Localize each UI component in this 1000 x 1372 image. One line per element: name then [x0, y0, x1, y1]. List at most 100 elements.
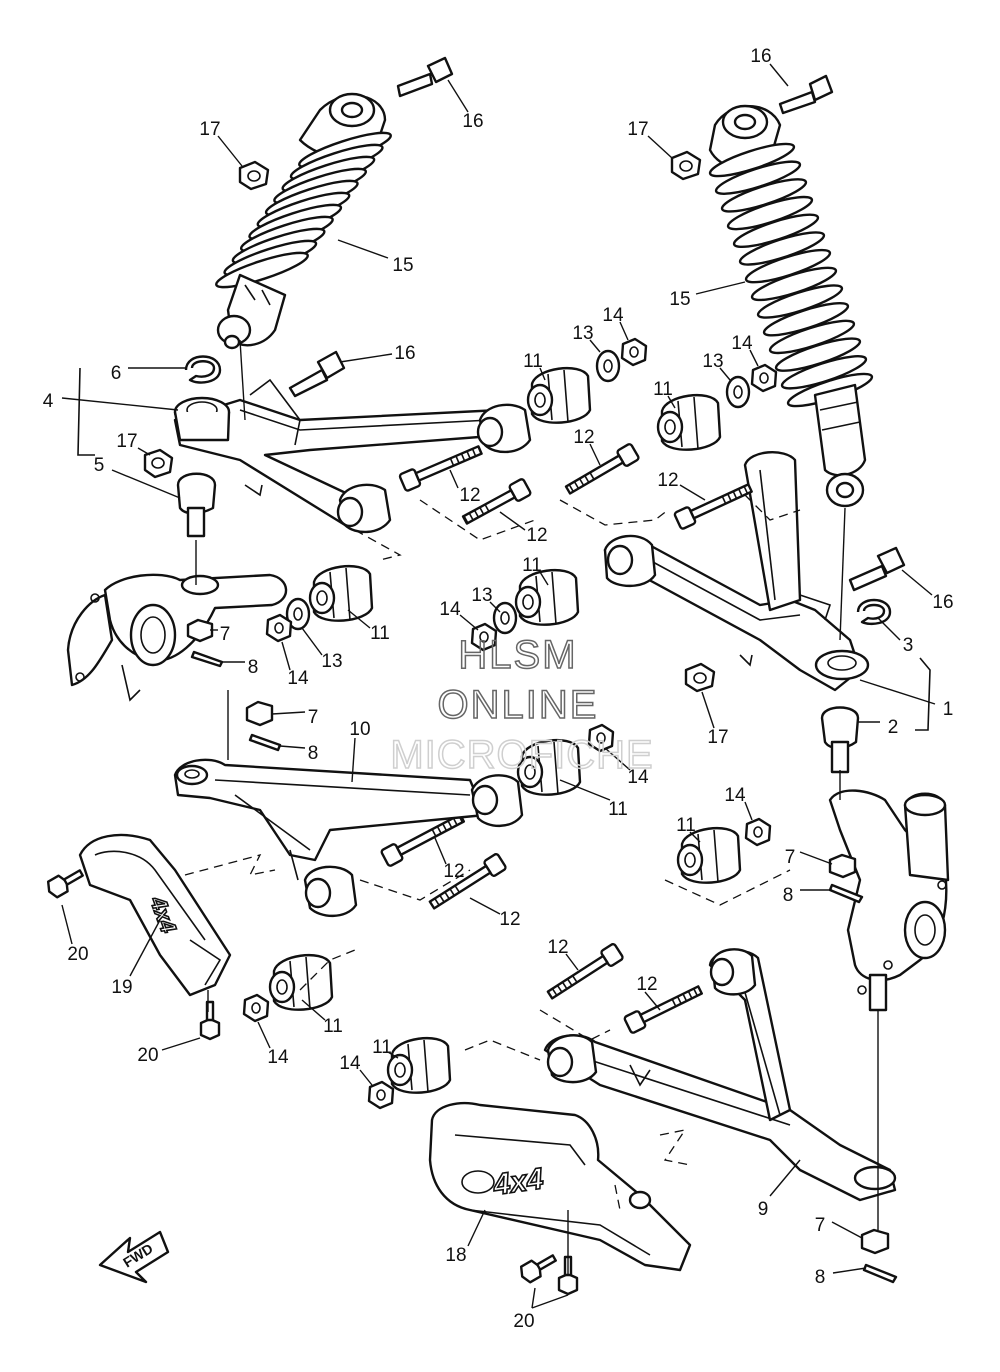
callout-c13c: 13 [321, 651, 342, 672]
left-castle-nut-7a [186, 618, 214, 643]
watermark-line-1: HLSM [458, 633, 577, 677]
callout-c8a: 8 [248, 657, 259, 678]
leader-c12a [449, 469, 459, 489]
callout-c13a: 13 [572, 323, 593, 344]
leader-c14d [459, 614, 479, 631]
leader-c10 [351, 737, 356, 783]
callout-c12d: 12 [657, 470, 678, 491]
callout-c11g: 11 [323, 1016, 343, 1037]
callout-c19: 19 [111, 977, 132, 998]
callout-c14a: 14 [602, 305, 624, 326]
callout-c3: 3 [903, 635, 914, 656]
callout-c12a: 12 [459, 485, 480, 506]
leader-c4 [61, 397, 179, 411]
left-bolt-16b [288, 350, 346, 398]
left-cotter-pin-8b [248, 733, 282, 752]
leader-c11g [301, 999, 326, 1021]
callout-c13b: 13 [702, 351, 723, 372]
leader-c7d [831, 1221, 863, 1239]
nut-14e [587, 723, 615, 753]
callout-c17b: 17 [116, 431, 137, 452]
leader-c11h [387, 1051, 399, 1059]
callout-c7b: 7 [308, 707, 319, 728]
left-circlip [184, 355, 222, 384]
right-steering-knuckle [828, 789, 950, 1012]
bushing-11d [514, 569, 580, 626]
leader-c11f [689, 831, 701, 843]
callout-c20c: 20 [513, 1311, 534, 1332]
right-bolt-16d [848, 546, 906, 592]
leader-c14g [257, 1021, 271, 1049]
leader-c19 [129, 919, 161, 977]
right-bolt-16c [778, 74, 834, 115]
leader-c12h [644, 991, 661, 1011]
callout-c8c: 8 [783, 885, 794, 906]
assembly-line-11 [659, 1129, 691, 1166]
right-nut-17d [684, 662, 716, 693]
callout-c5: 5 [94, 455, 105, 476]
left-castle-nut-7b [245, 700, 274, 727]
forward-direction-arrow: FWD [98, 1230, 170, 1284]
nut-14f [744, 817, 772, 847]
callout-c14b: 14 [731, 333, 753, 354]
lower-right-arm [543, 948, 897, 1202]
leader-c16a [447, 79, 469, 113]
leader-c11e [559, 779, 611, 801]
nut-14c [265, 613, 293, 643]
leader-c11a [539, 367, 546, 381]
leader-c14f [744, 801, 753, 821]
leader-c17a [217, 135, 243, 167]
leader-c3 [877, 617, 901, 641]
bolt-20b [199, 1000, 221, 1041]
nut-14b [750, 363, 778, 393]
assembly-line-4 [744, 494, 801, 521]
callout-c6: 6 [111, 363, 122, 384]
leader-c12f [469, 897, 501, 915]
leader-c8d [832, 1267, 867, 1274]
callout-c10: 10 [349, 719, 370, 740]
leader-c12g [565, 953, 579, 971]
callout-c15b: 15 [669, 289, 690, 310]
leader-c18 [467, 1209, 486, 1247]
bushing-11h [386, 1037, 452, 1094]
leader-c12e [434, 837, 447, 865]
callout-c2: 2 [888, 717, 899, 738]
callout-c12b: 12 [526, 525, 547, 546]
left-nut-17b [143, 448, 174, 479]
callout-c16c: 16 [750, 46, 771, 67]
callout-c15a: 15 [392, 255, 413, 276]
callout-c8d: 8 [815, 1267, 826, 1288]
callout-c17a: 17 [199, 119, 220, 140]
callout-c7d: 7 [815, 1215, 826, 1236]
nut-14g [242, 993, 270, 1023]
callout-c11b: 11 [653, 379, 673, 400]
bracket-3-1-2 [915, 657, 931, 731]
callout-c20b: 20 [137, 1045, 158, 1066]
callout-c11f: 11 [676, 815, 696, 836]
bolt-12a [398, 445, 483, 492]
assembly-line-6 [184, 854, 276, 876]
assembly-line-3 [559, 499, 669, 526]
leader-c16c [769, 63, 789, 87]
right-shock-mount-line [839, 507, 846, 641]
assembly-line-12 [614, 1184, 621, 1211]
callout-c16a: 16 [462, 111, 483, 132]
washer-13a [595, 349, 621, 383]
callout-c11c: 11 [370, 623, 390, 644]
leader-c11c [347, 609, 371, 629]
leader-c5 [111, 469, 181, 499]
callout-c1: 1 [943, 699, 954, 720]
right-circlip [856, 598, 892, 626]
callout-c16d: 16 [932, 592, 953, 613]
right-guard: 4x4 [428, 1101, 692, 1272]
callout-c18: 18 [445, 1245, 466, 1266]
nut-14h [367, 1080, 395, 1110]
leader-c14h [359, 1069, 373, 1086]
callout-c8b: 8 [308, 743, 319, 764]
bushing-11c [308, 565, 374, 622]
callout-c12c: 12 [573, 427, 594, 448]
callout-c7a: 7 [220, 624, 231, 645]
leader-c7c [799, 851, 833, 865]
callout-c14g: 14 [267, 1047, 289, 1068]
